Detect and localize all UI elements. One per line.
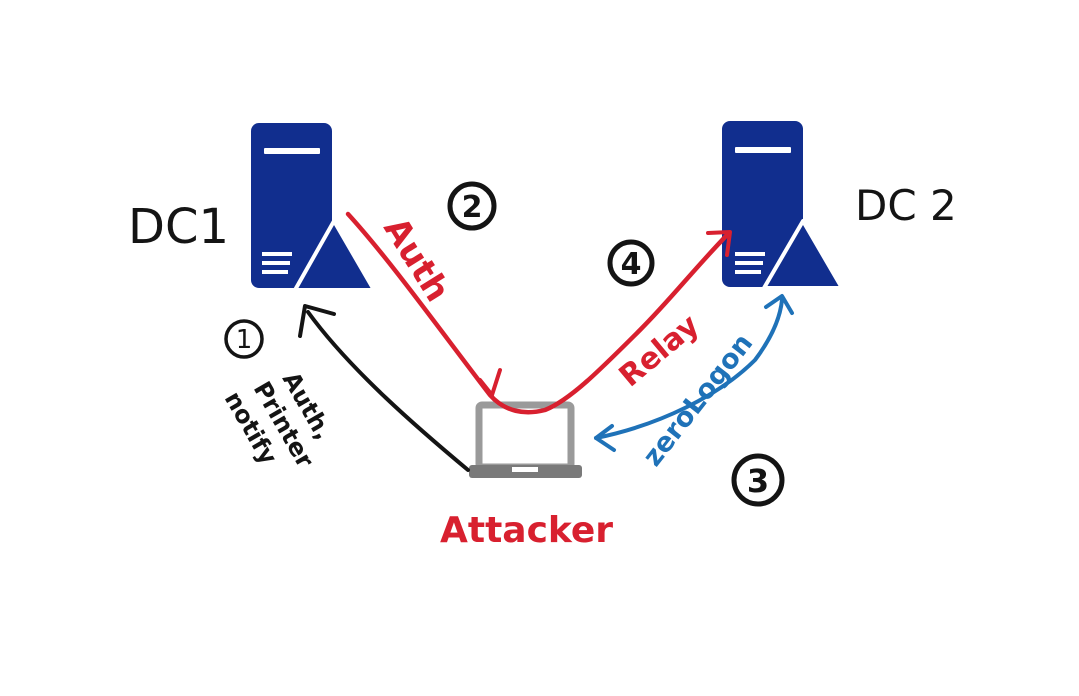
step-4-number: 4 <box>621 247 642 282</box>
arrowhead-zerologon-left <box>594 424 616 452</box>
dc2-server-icon <box>722 121 844 290</box>
printer-notify-label: Auth, Printer notify <box>219 367 338 473</box>
arrowhead-printer-notify <box>298 304 336 338</box>
dc1-server-icon <box>251 123 376 292</box>
attacker-label: Attacker <box>440 510 613 551</box>
step-3-badge: 3 <box>731 453 785 507</box>
arrow-zerologon <box>594 298 784 440</box>
step-1-number: 1 <box>236 325 253 355</box>
dc1-label: DC1 <box>128 199 229 255</box>
attacker-laptop-icon <box>469 401 582 478</box>
step-2-badge: 2 <box>447 181 497 231</box>
arrow-auth-relay <box>345 211 731 415</box>
step-1-badge: 1 <box>224 319 264 359</box>
arrowhead-zerologon-top <box>764 294 794 315</box>
step-3-number: 3 <box>747 462 769 500</box>
arrow-printer-notify <box>306 310 470 472</box>
step-2-number: 2 <box>462 190 483 225</box>
arrowhead-auth <box>478 368 502 397</box>
arrowhead-relay <box>706 230 732 257</box>
step-4-badge: 4 <box>607 239 655 287</box>
dc2-label: DC 2 <box>855 181 957 230</box>
